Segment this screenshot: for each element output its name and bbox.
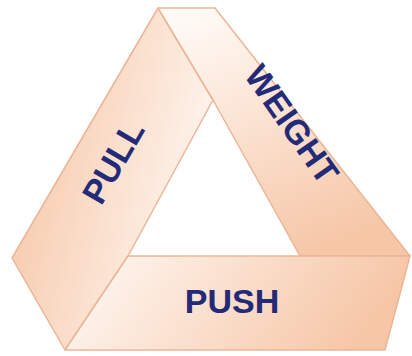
band-label: PUSH <box>185 284 279 318</box>
band-shape: PUSH <box>65 256 410 350</box>
band-fill <box>158 8 410 256</box>
band-fill <box>65 256 410 350</box>
band-shape: WEIGHT <box>158 8 410 256</box>
